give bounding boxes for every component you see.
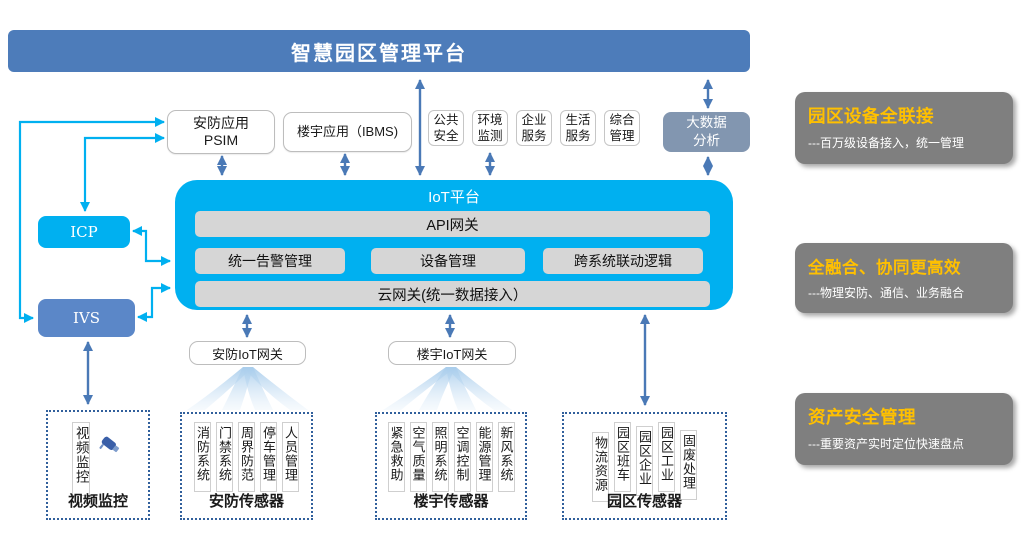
platform-banner-title: 智慧园区管理平台 [291,42,467,65]
app-life-service: 生活服务 [560,110,596,146]
iot-platform: IoT平台 API网关 统一告警管理 设备管理 跨系统联动逻辑 云网关(统一数据… [175,180,733,310]
sensor-item: 人员管理 [282,422,299,492]
highlight-desc: ---重要资产实时定位快速盘点 [808,437,964,451]
sensor-group-security: 消防系统 门禁系统 周界防范 停车管理 人员管理 安防传感器 [180,412,313,520]
cloud-gateway-bar: 云网关(统一数据接入） [195,281,710,307]
security-iot-gateway: 安防IoT网关 [189,341,306,365]
fan-rays-building [383,367,512,410]
big-data-line1: 大数据 [686,115,727,131]
sensor-item: 能源管理 [475,422,493,492]
building-group-label: 楼宇传感器 [413,493,489,510]
highlight-desc: ---物理安防、通信、业务融合 [808,286,964,300]
sensor-item: 空气质量 [409,422,427,492]
sensor-item: 空调控制 [453,422,471,492]
alarm-mgmt-module: 统一告警管理 [195,248,345,274]
app-general-mgmt: 综合管理 [604,110,640,146]
iot-platform-title: IoT平台 [428,189,480,206]
app-psim-line2: PSIM [203,132,239,148]
sensor-item: 照明系统 [431,422,449,492]
platform-banner: 智慧园区管理平台 [8,30,750,72]
big-data-analysis-node: 大数据 分析 [663,112,750,152]
sensor-item: 周界防范 [238,422,255,492]
icp-node: ICP [38,216,130,248]
app-ibms: 楼宇应用（IBMS) [283,112,412,152]
sensor-item: 消防系统 [194,422,211,492]
sensor-item: 物流资源 [592,432,609,502]
sensor-item: 园区企业 [636,426,653,496]
highlight-title: 全融合、协同更高效 [808,259,961,277]
highlight-title: 园区设备全联接 [808,106,934,126]
app-public-safety: 公共安全 [428,110,464,146]
api-gateway-bar: API网关 [195,211,710,237]
park-group-label: 园区传感器 [606,493,682,510]
app-env-monitoring: 环境监测 [472,110,508,146]
sensor-item: 园区班车 [614,422,631,492]
sensor-item: 新风系统 [497,422,515,492]
sensor-group-building: 紧急救助 空气质量 照明系统 空调控制 能源管理 新风系统 楼宇传感器 [375,412,527,520]
app-psim: 安防应用 PSIM [167,110,275,154]
app-enterprise-service: 企业服务 [516,110,552,146]
sensor-item: 紧急救助 [387,422,405,492]
fan-rays-security [187,367,308,410]
security-group-label: 安防传感器 [208,493,284,510]
big-data-line2: 分析 [693,133,720,148]
video-surveillance-item: 视频监控 [72,422,90,496]
sensor-item: 园区工业 [658,422,675,492]
camera-icon [99,436,119,453]
building-iot-gateway: 楼宇IoT网关 [388,341,516,365]
sensor-item: 门禁系统 [216,422,233,492]
cross-system-linkage-module: 跨系统联动逻辑 [543,248,703,274]
device-mgmt-module: 设备管理 [371,248,525,274]
sensor-group-park: 物流资源 园区班车 园区企业 园区工业 固废处理 园区传感器 [562,412,727,520]
sensor-item: 固废处理 [680,430,697,500]
sensor-item: 停车管理 [260,422,277,492]
app-ibms-label: 楼宇应用（IBMS) [296,123,399,139]
sensor-group-video: 视频监控 视频监控 [46,410,150,520]
video-group-label: 视频监控 [67,493,128,510]
highlight-panel-convergence: 全融合、协同更高效 ---物理安防、通信、业务融合 [795,243,1013,313]
app-psim-line1: 安防应用 [193,114,249,131]
highlight-title: 资产安全管理 [808,407,916,427]
highlight-panel-connectivity: 园区设备全联接 ---百万级设备接入，统一管理 [795,92,1013,164]
ivs-node: IVS [38,299,135,337]
highlight-desc: ---百万级设备接入，统一管理 [808,136,964,150]
highlight-panel-asset-safety: 资产安全管理 ---重要资产实时定位快速盘点 [795,393,1013,465]
